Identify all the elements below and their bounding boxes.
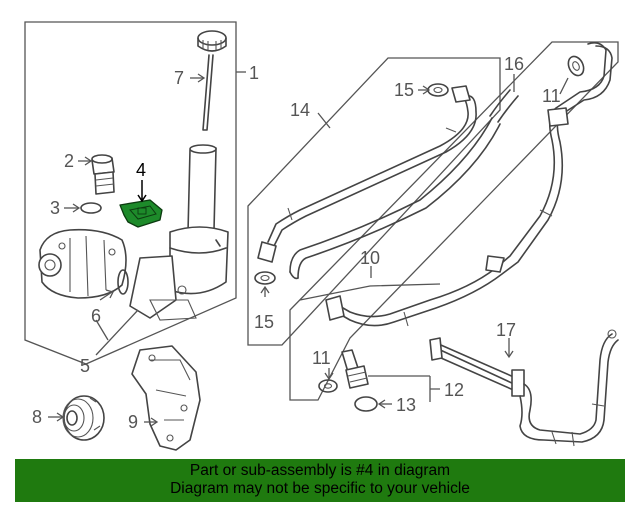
callout-4: 4 (136, 160, 146, 180)
o-ring-part-11-top (567, 55, 585, 77)
callout-8: 8 (32, 407, 42, 427)
callout-11-bottom: 11 (312, 348, 331, 368)
callout-3: 3 (50, 198, 60, 218)
highlighted-part-4 (119, 199, 163, 228)
callout-14: 14 (290, 100, 310, 120)
bracket-part-9 (131, 345, 201, 451)
fitting-part-12 (341, 349, 369, 389)
hose-part-14 (257, 85, 477, 263)
group-outline-hose-10 (289, 41, 619, 401)
o-ring-part-13 (354, 396, 378, 412)
callout-9: 9 (128, 412, 138, 432)
cooler-part-17 (429, 329, 619, 447)
o-ring-part-6 (117, 269, 129, 295)
o-ring-part-15-top (427, 83, 449, 97)
reservoir (129, 144, 229, 321)
callout-15-top: 15 (394, 80, 414, 100)
group-outline-reservoir (24, 21, 237, 365)
callout-15-bottom: 15 (254, 312, 274, 332)
callout-17: 17 (496, 320, 516, 340)
dipstick-cap (197, 30, 227, 131)
part-4-arrow (137, 180, 147, 203)
power-steering-pump (38, 228, 127, 299)
pulley-part-8 (62, 395, 105, 441)
callout-7: 7 (174, 68, 184, 88)
callout-6: 6 (91, 306, 101, 326)
leader-lines (48, 71, 569, 427)
callout-2: 2 (64, 151, 74, 171)
info-banner: Part or sub-assembly is #4 in diagram Di… (15, 459, 625, 502)
banner-line-disclaimer: Diagram may not be specific to your vehi… (170, 480, 470, 497)
hose-part-16 (289, 89, 519, 280)
banner-line-part-number: Part or sub-assembly is #4 in diagram (189, 462, 451, 479)
callout-12: 12 (444, 380, 464, 400)
group-outline-hose-14 (247, 57, 501, 346)
o-ring-part-3 (80, 202, 102, 214)
o-ring-part-15-bottom (254, 271, 276, 285)
callout-10: 10 (360, 248, 380, 268)
o-ring-part-11-bottom (318, 379, 338, 393)
callout-13: 13 (396, 395, 416, 415)
callout-1: 1 (249, 63, 259, 83)
hose-part-10 (325, 42, 613, 327)
callout-5: 5 (80, 356, 90, 376)
callout-16: 16 (504, 54, 524, 74)
fitting-part-2 (91, 154, 115, 195)
callout-11-top: 11 (542, 86, 561, 106)
